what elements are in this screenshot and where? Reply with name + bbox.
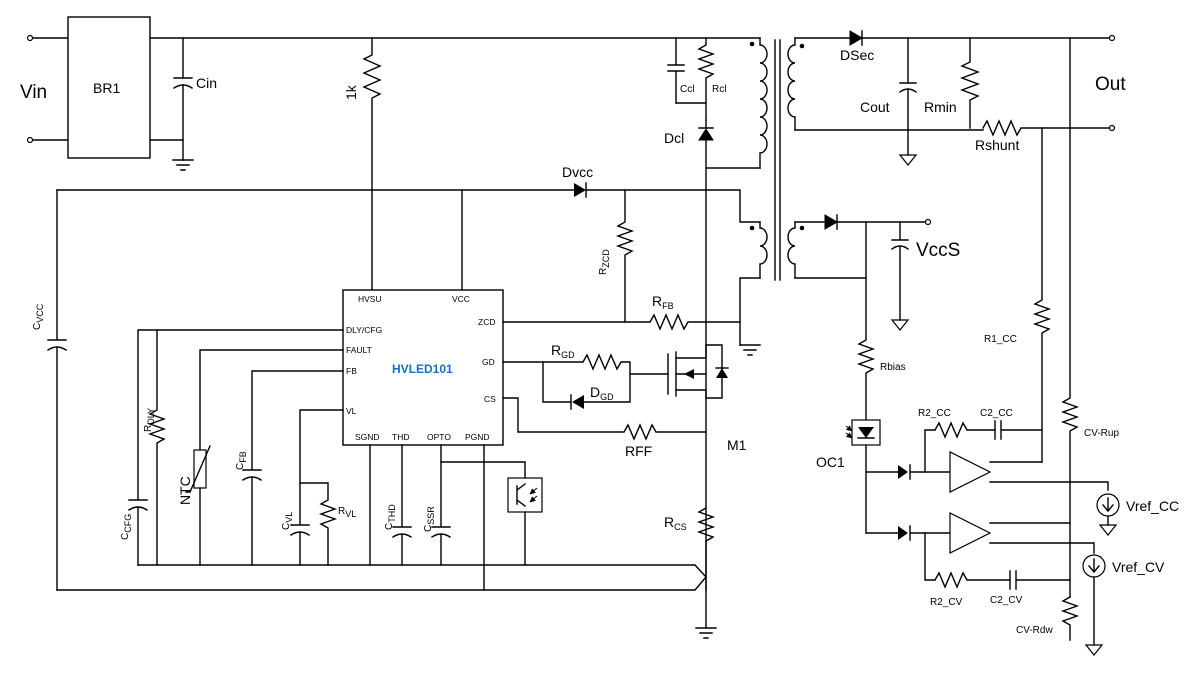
r2cc-label: R2_CC	[918, 408, 951, 419]
out-label: Out	[1095, 74, 1126, 95]
controller-ic-hvled101: HVLED101 HVSU VCC DLY/CFG FAULT FB VL ZC…	[342, 289, 504, 446]
dsec-label: DSec	[840, 47, 874, 63]
cin-label: Cin	[196, 75, 217, 91]
m1-label: M1	[727, 437, 747, 453]
c2cv-label: C2_CV	[990, 595, 1023, 606]
c2cc-label: C2_CC	[980, 408, 1013, 419]
startup-resistor-1k: 1k	[343, 37, 382, 291]
cvl-label: CVL	[281, 512, 294, 530]
rvl-label: RVL	[338, 506, 356, 519]
cssr-label: CSSR	[423, 506, 436, 532]
rcs-label: RCS	[664, 514, 687, 532]
dgd-label: DGD	[590, 384, 614, 402]
ic-name: HVLED101	[392, 362, 453, 376]
cvcc-label: CVCC	[32, 303, 45, 330]
pin-hvsu: HVSU	[358, 294, 382, 304]
cv-rup-label: CV-Rup	[1084, 428, 1119, 439]
rgd-label: RGD	[551, 342, 575, 360]
secondary-output: DSec Cout Rmin Rshunt Out	[794, 30, 1126, 166]
mosfet-m1: M1	[667, 344, 747, 453]
ground-symbol	[898, 154, 918, 166]
clamp-network: Ccl Rcl Dcl	[664, 37, 761, 591]
cv-error-amplifier: R2_CV C2_CV CV-Rup CV-Rdw Vref_CV	[865, 37, 1165, 656]
bridge-rectifier-br1	[67, 16, 151, 159]
rfb-label: RFB	[652, 293, 674, 311]
br1-label: BR1	[93, 80, 120, 96]
vref-cc-label: Vref_CC	[1126, 498, 1179, 514]
r1cc-label: R1_CC	[984, 334, 1017, 345]
cout-label: Cout	[860, 99, 890, 115]
pin-fault: FAULT	[346, 345, 372, 355]
input-section: Vin BR1 Cin	[20, 16, 761, 171]
opto-phototransistor	[507, 477, 543, 566]
rshunt-label: Rshunt	[975, 137, 1019, 153]
rff-label: RFF	[625, 443, 652, 459]
gate-drive-network: RFB RGD DGD RFF	[502, 293, 741, 459]
pin-cs: CS	[484, 394, 496, 404]
vccs-supply: VccS Rbias	[794, 214, 960, 421]
vref-cv-label: Vref_CV	[1112, 559, 1165, 575]
vin-terminal-bottom	[26, 136, 34, 144]
vccs-label: VccS	[916, 240, 960, 261]
pin-opto: OPTO	[427, 432, 451, 442]
rcl-label: Rcl	[712, 84, 726, 95]
pin-fb: FB	[346, 366, 357, 376]
pin-dly-cfg: DLY/CFG	[346, 325, 382, 335]
pin-pgnd: PGND	[465, 432, 490, 442]
optocoupler-oc1: OC1	[816, 419, 881, 534]
signal-ground-rail	[56, 564, 707, 591]
vcc-supply-network: Dvcc RZCD CVCC	[32, 164, 707, 591]
pin-thd: THD	[392, 432, 409, 442]
pin-vl: VL	[346, 406, 357, 416]
cc-error-amplifier: R2_CC C2_CC R1_CC Vref_CC	[865, 127, 1179, 536]
ground-symbol	[695, 627, 717, 639]
ntc-label: NTC	[177, 476, 193, 505]
sense-resistor-rcs: RCS	[664, 507, 717, 639]
r1k-label: 1k	[343, 84, 359, 100]
out-terminal-top	[1108, 34, 1116, 42]
rdly-label: RDLY	[143, 408, 156, 432]
rbias-label: Rbias	[880, 362, 906, 373]
ground-symbol	[172, 159, 194, 171]
ground-symbol	[739, 344, 761, 356]
rzcd-label: RZCD	[598, 249, 611, 275]
pin-sgnd: SGND	[355, 432, 380, 442]
dvcc-label: Dvcc	[562, 164, 593, 180]
cv-rdw-label: CV-Rdw	[1016, 625, 1053, 636]
ccfg-label: CCFG	[120, 514, 133, 540]
pin-zcd: ZCD	[478, 317, 495, 327]
oc1-label: OC1	[816, 454, 845, 470]
pin-vcc: VCC	[452, 294, 470, 304]
out-terminal-bottom	[1108, 124, 1116, 132]
pin-gd: GD	[482, 357, 495, 367]
ground-symbol	[890, 319, 910, 331]
dcl-label: Dcl	[664, 130, 684, 146]
vccs-terminal	[924, 218, 932, 226]
cfb-label: CFB	[235, 451, 248, 470]
transformer	[705, 37, 805, 346]
r2cv-label: R2_CV	[930, 597, 963, 608]
ccl-label: Ccl	[680, 84, 694, 95]
cthd-label: CTHD	[384, 504, 397, 530]
config-network: CCFG RDLY NTC CFB CVL RVL CTHD CSSR	[120, 329, 526, 591]
rmin-label: Rmin	[924, 99, 957, 115]
vin-label: Vin	[20, 82, 47, 103]
vin-terminal-top	[26, 34, 34, 42]
